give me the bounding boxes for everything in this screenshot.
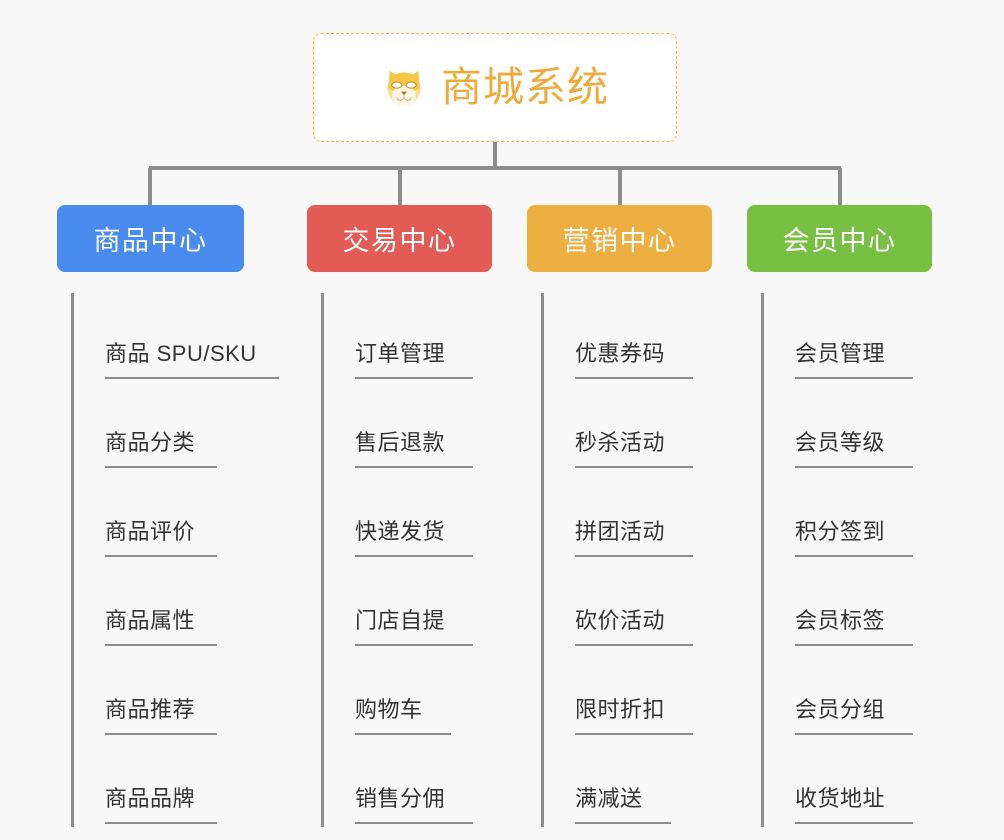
leaf-label: 商品分类 [105, 426, 218, 468]
leaf-label: 门店自提 [355, 604, 474, 646]
leaf-label: 秒杀活动 [575, 426, 694, 468]
leaf-label: 砍价活动 [575, 604, 694, 646]
leaf-label: 订单管理 [355, 337, 474, 379]
root-title: 商城系统 [441, 64, 609, 110]
leaf-label: 商品推荐 [105, 693, 218, 735]
list-item[interactable]: 订单管理 [324, 293, 527, 382]
list-item[interactable]: 购物车 [324, 649, 527, 738]
list-item[interactable]: 限时折扣 [544, 649, 747, 738]
leaf-label: 拼团活动 [575, 515, 694, 557]
category-column-trade: 交易中心 订单管理 售后退款 快递发货 门店自提 购物车 销售分佣 [307, 205, 527, 827]
list-item[interactable]: 商品属性 [74, 560, 277, 649]
list-item[interactable]: 优惠券码 [544, 293, 747, 382]
category-label: 营销中心 [562, 226, 677, 256]
list-item[interactable]: 商品 SPU/SKU [74, 293, 279, 382]
list-item[interactable]: 销售分佣 [324, 738, 527, 827]
leaf-label: 积分签到 [795, 515, 914, 557]
list-item[interactable]: 拼团活动 [544, 471, 747, 560]
category-header-marketing[interactable]: 营销中心 [527, 205, 712, 272]
list-item[interactable]: 商品品牌 [74, 738, 277, 827]
leaf-label: 商品品牌 [105, 782, 218, 824]
leaf-label: 商品 SPU/SKU [105, 337, 279, 379]
category-label: 商品中心 [93, 226, 208, 256]
list-item[interactable]: 会员标签 [764, 560, 967, 649]
leaf-list-member: 会员管理 会员等级 积分签到 会员标签 会员分组 收货地址 [761, 293, 967, 827]
list-item[interactable]: 售后退款 [324, 382, 527, 471]
list-item[interactable]: 商品推荐 [74, 649, 277, 738]
list-item[interactable]: 收货地址 [764, 738, 967, 827]
list-item[interactable]: 秒杀活动 [544, 382, 747, 471]
leaf-label: 会员等级 [795, 426, 914, 468]
category-header-member[interactable]: 会员中心 [747, 205, 932, 272]
list-item[interactable]: 会员管理 [764, 293, 967, 382]
list-item[interactable]: 商品评价 [74, 471, 277, 560]
list-item[interactable]: 积分签到 [764, 471, 967, 560]
leaf-list-product: 商品 SPU/SKU 商品分类 商品评价 商品属性 商品推荐 商品品牌 [71, 293, 279, 827]
leaf-label: 售后退款 [355, 426, 474, 468]
root-node[interactable]: 商城系统 [313, 33, 677, 142]
list-item[interactable]: 会员分组 [764, 649, 967, 738]
leaf-label: 满减送 [575, 782, 671, 824]
leaf-label: 优惠券码 [575, 337, 694, 379]
leaf-label: 收货地址 [795, 782, 914, 824]
category-columns: 商品中心 商品 SPU/SKU 商品分类 商品评价 商品属性 商品推荐 商品品牌… [0, 205, 1004, 840]
leaf-label: 会员分组 [795, 693, 914, 735]
list-item[interactable]: 砍价活动 [544, 560, 747, 649]
leaf-label: 商品评价 [105, 515, 218, 557]
leaf-label: 购物车 [355, 693, 451, 735]
category-header-product[interactable]: 商品中心 [57, 205, 244, 272]
list-item[interactable]: 门店自提 [324, 560, 527, 649]
category-header-trade[interactable]: 交易中心 [307, 205, 492, 272]
category-column-product: 商品中心 商品 SPU/SKU 商品分类 商品评价 商品属性 商品推荐 商品品牌 [57, 205, 279, 827]
list-item[interactable]: 满减送 [544, 738, 747, 827]
shiba-dog-face-icon [387, 70, 421, 106]
leaf-list-marketing: 优惠券码 秒杀活动 拼团活动 砍价活动 限时折扣 满减送 [541, 293, 747, 827]
leaf-label: 限时折扣 [575, 693, 694, 735]
leaf-label: 商品属性 [105, 604, 218, 646]
list-item[interactable]: 快递发货 [324, 471, 527, 560]
leaf-list-trade: 订单管理 售后退款 快递发货 门店自提 购物车 销售分佣 [321, 293, 527, 827]
leaf-label: 销售分佣 [355, 782, 474, 824]
list-item[interactable]: 商品分类 [74, 382, 277, 471]
category-column-marketing: 营销中心 优惠券码 秒杀活动 拼团活动 砍价活动 限时折扣 满减送 [527, 205, 747, 827]
category-column-member: 会员中心 会员管理 会员等级 积分签到 会员标签 会员分组 收货地址 [747, 205, 967, 827]
leaf-label: 快递发货 [355, 515, 474, 557]
leaf-label: 会员标签 [795, 604, 914, 646]
category-label: 交易中心 [342, 226, 457, 256]
category-label: 会员中心 [782, 226, 897, 256]
leaf-label: 会员管理 [795, 337, 914, 379]
list-item[interactable]: 会员等级 [764, 382, 967, 471]
